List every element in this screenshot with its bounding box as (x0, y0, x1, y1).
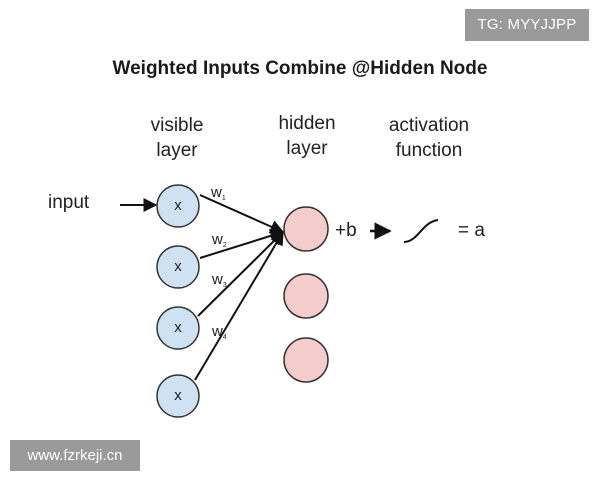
hidden-node-3 (283, 337, 329, 383)
weight-edge-1 (199, 194, 285, 234)
output-label: = a (458, 220, 485, 241)
visible-node-3 (156, 306, 200, 350)
weight-edge-3 (197, 231, 284, 317)
visible-node-label: x (174, 387, 182, 404)
visible-node-label: x (174, 197, 182, 214)
weight-edge-4 (194, 230, 284, 381)
weight-label: w4 (212, 323, 227, 341)
hidden-layer-label: hidden layer (278, 113, 336, 159)
visible-node-2 (156, 245, 200, 289)
visible-layer-label: visible layer (150, 115, 204, 161)
weight-label: w1 (211, 184, 226, 202)
activation-curve-icon (403, 219, 439, 243)
hidden-node-2 (283, 273, 329, 319)
hidden-node-1 (283, 206, 329, 252)
weight-label: w2 (212, 231, 227, 249)
visible-node-1 (156, 184, 200, 228)
diagram-title: Weighted Inputs Combine @Hidden Node (112, 58, 488, 79)
visible-node-label: x (174, 319, 182, 336)
bias-label: +b (335, 220, 357, 241)
activation-function-label: activation function (388, 115, 470, 161)
visible-node-4 (156, 374, 200, 418)
watermark-bottom: www.fzrkeji.cn (10, 440, 140, 471)
input-label: input (48, 192, 90, 213)
watermark-top: TG: MYYJJPP (465, 9, 589, 41)
weight-label: w3 (212, 271, 227, 289)
visible-node-label: x (174, 258, 182, 275)
